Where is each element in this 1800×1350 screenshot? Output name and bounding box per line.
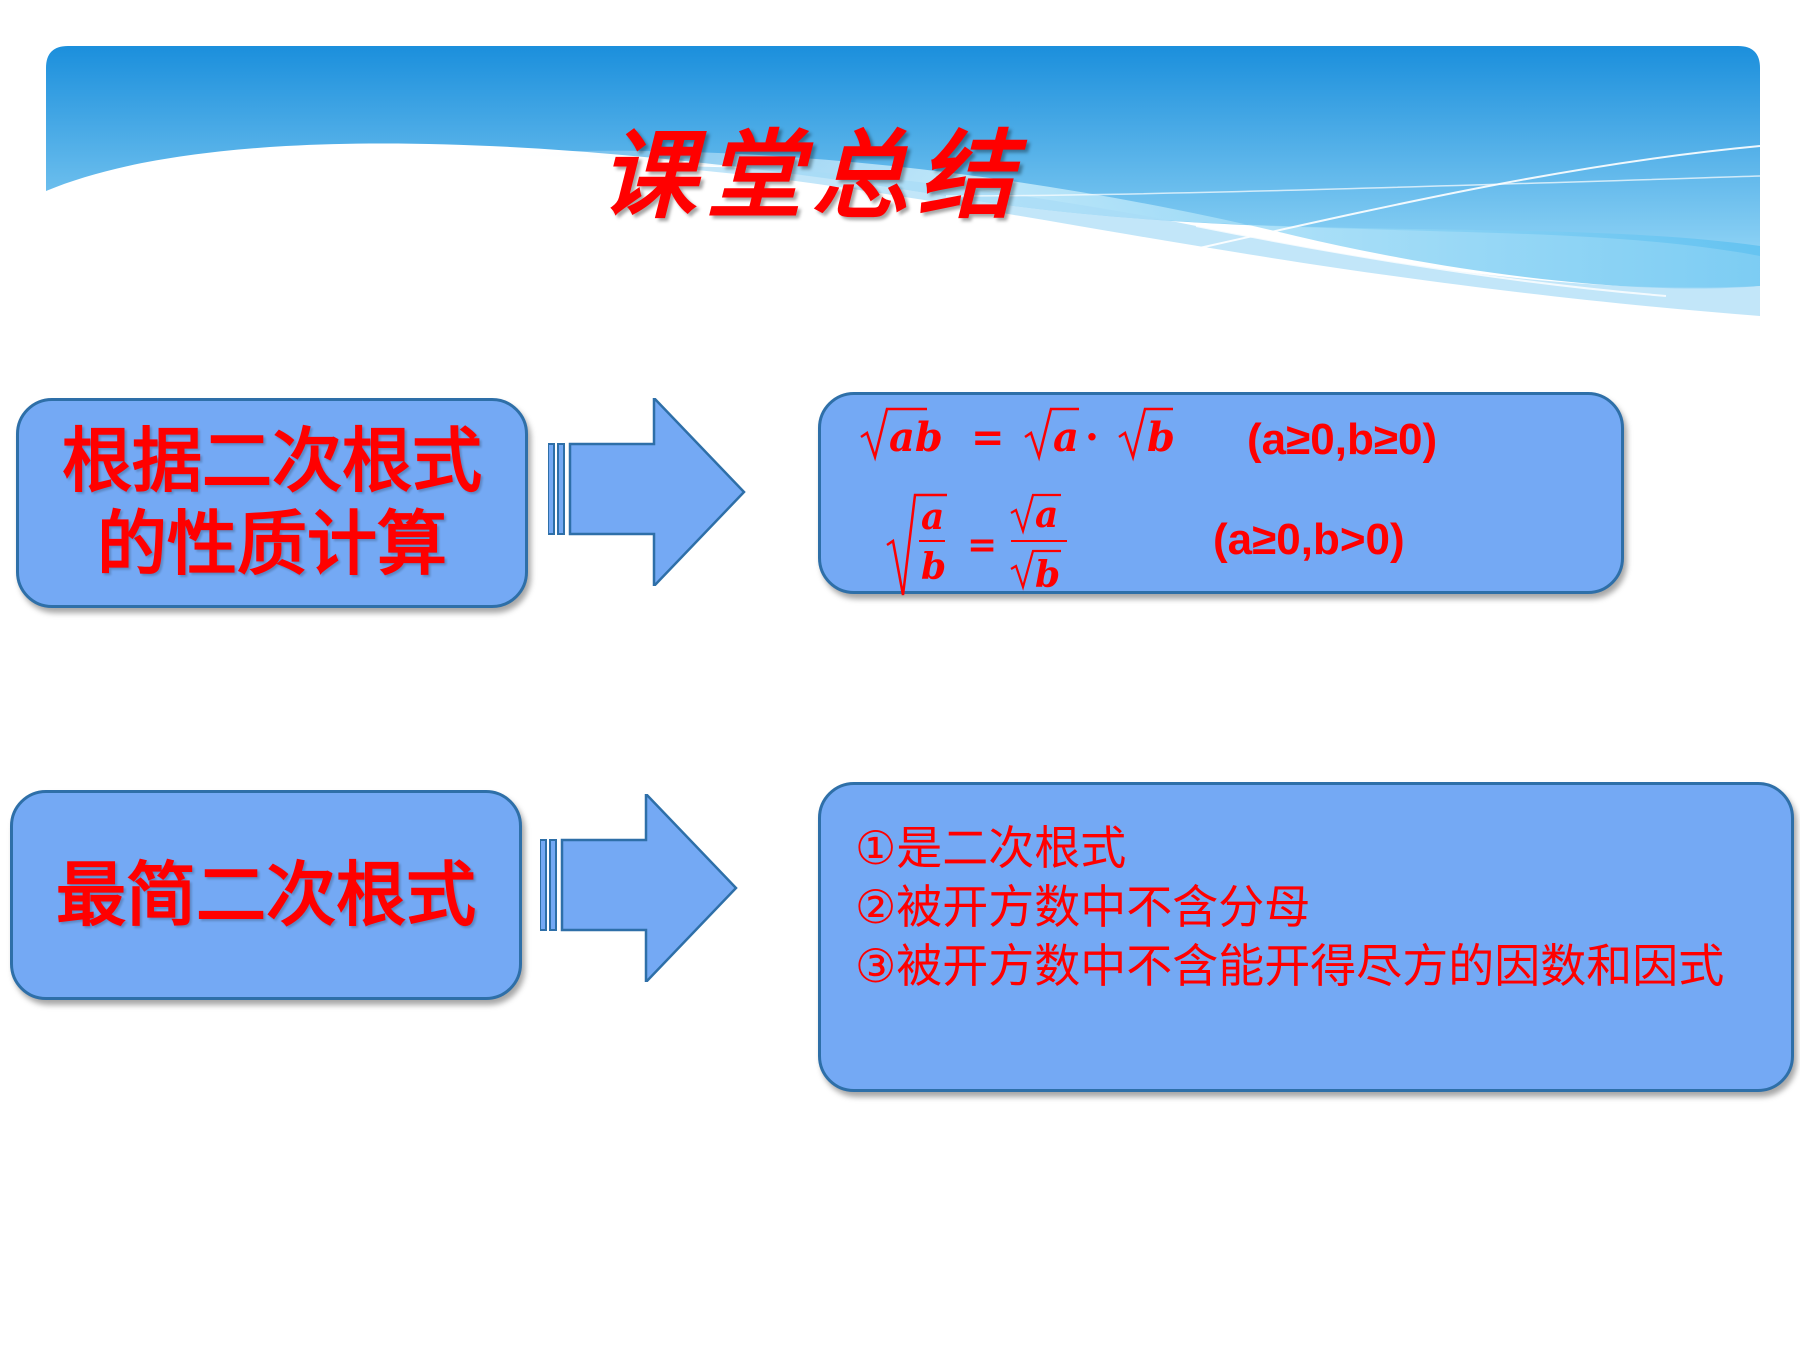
radical-formulas: ab = a · b a b = a b	[860, 407, 1175, 596]
slide-title: 课堂总结	[600, 119, 1024, 232]
svg-text:a: a	[1053, 414, 1079, 461]
criteria-item: ③被开方数中不含能开得尽方的因数和因式	[855, 939, 1725, 993]
formula-box: ab = a · b a b = a b (a≥0,b≥0) (a≥0,b>0)	[818, 392, 1624, 596]
radical-sign-icon	[1024, 407, 1079, 462]
svg-text:a: a	[921, 496, 944, 538]
svg-text:·: ·	[1085, 414, 1099, 461]
criteria-list: ①是二次根式 ②被开方数中不含分母 ③被开方数中不含能开得尽方的因数和因式	[855, 819, 1775, 996]
condition-quotient-rule: (a≥0,b>0)	[1213, 515, 1405, 564]
svg-text:=: =	[967, 524, 997, 566]
criteria-item: ②被开方数中不含分母	[855, 880, 1311, 934]
topic-label: 最简二次根式	[56, 853, 476, 936]
topic-line-2: 的性质计算	[97, 503, 447, 585]
criteria-item: ①是二次根式	[855, 821, 1127, 875]
right-arrow-icon	[540, 794, 738, 982]
svg-text:b: b	[921, 546, 946, 588]
header-banner	[46, 46, 1760, 316]
condition-product-rule: (a≥0,b≥0)	[1247, 415, 1438, 464]
topic-line-1: 根据二次根式	[62, 420, 482, 503]
svg-text:b: b	[1147, 414, 1175, 461]
radical-sign-icon	[886, 493, 947, 596]
svg-text:ab: ab	[889, 414, 943, 461]
criteria-box: ①是二次根式 ②被开方数中不含分母 ③被开方数中不含能开得尽方的因数和因式	[818, 782, 1794, 1092]
svg-text:=: =	[971, 414, 1005, 461]
svg-text:b: b	[1035, 554, 1060, 596]
svg-text:a: a	[1035, 494, 1058, 536]
radical-sign-icon	[1010, 493, 1061, 535]
topic-box-radical-properties: 根据二次根式 的性质计算	[16, 398, 528, 608]
radical-sign-icon	[1118, 407, 1173, 462]
right-arrow-icon	[548, 398, 746, 586]
radical-sign-icon	[860, 407, 927, 462]
radical-sign-icon	[1010, 549, 1061, 591]
topic-box-simplest-radical: 最简二次根式	[10, 790, 522, 1000]
